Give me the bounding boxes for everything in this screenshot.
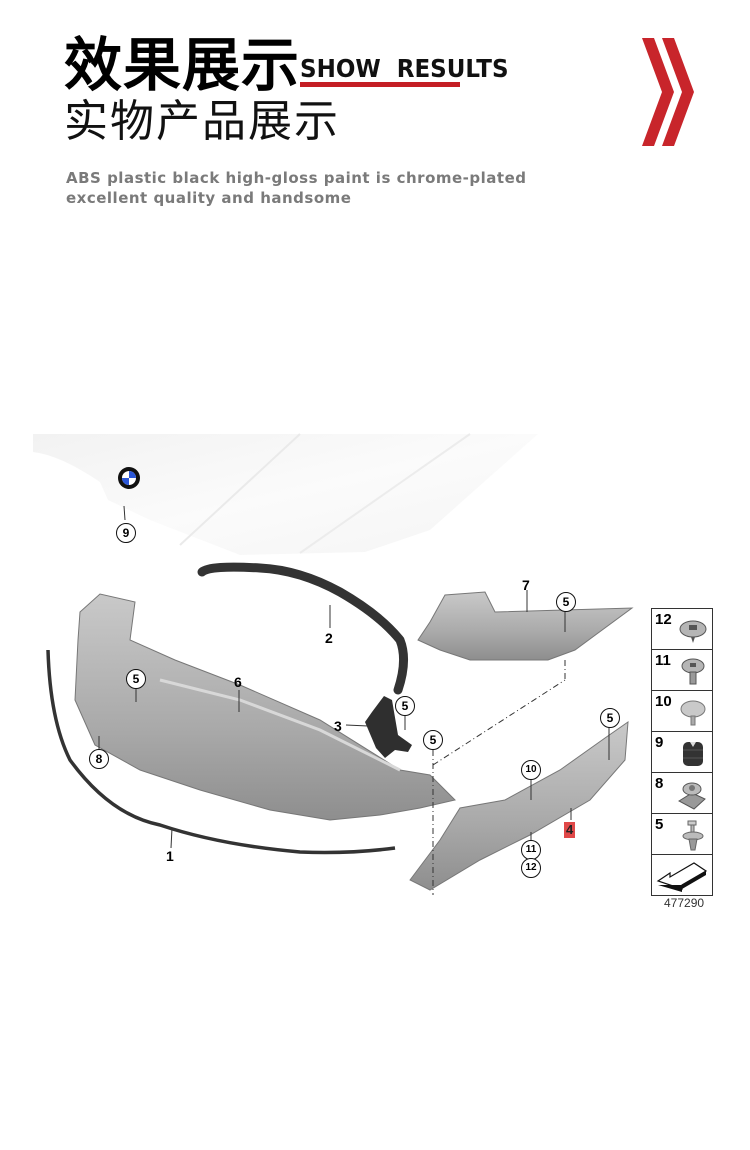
part-3-bracket xyxy=(365,696,412,758)
legend-item-11[interactable]: 11 xyxy=(652,650,712,691)
parts-illustration xyxy=(33,433,634,895)
callout-12[interactable]: 12 xyxy=(521,858,541,878)
callout-7[interactable]: 7 xyxy=(522,577,530,593)
legend-item-arrow[interactable] xyxy=(652,855,712,895)
callout-5[interactable]: 5 xyxy=(126,669,146,689)
legend-item-8[interactable]: 8 xyxy=(652,773,712,814)
direction-arrow-icon xyxy=(656,862,708,892)
diagram-id: 477290 xyxy=(664,896,705,910)
expanding-rivet-icon xyxy=(680,700,706,726)
bmw-logo-icon xyxy=(118,467,140,489)
flanged-screw-icon xyxy=(679,620,707,643)
callout-2[interactable]: 2 xyxy=(325,630,333,646)
callout-5[interactable]: 5 xyxy=(423,730,443,750)
title-underline xyxy=(300,82,460,87)
parts-diagram: 9 1 2 3 4 6 7 8 5 5 5 5 5 10 11 12 xyxy=(0,430,750,920)
callout-8[interactable]: 8 xyxy=(89,749,109,769)
legend-item-5[interactable]: 5 xyxy=(652,814,712,855)
callout-3[interactable]: 3 xyxy=(334,718,342,734)
legend-item-12[interactable]: 12 xyxy=(652,609,712,650)
callout-6[interactable]: 6 xyxy=(234,674,242,690)
legend-item-10[interactable]: 10 xyxy=(652,691,712,732)
double-chevron-right-icon xyxy=(642,38,694,146)
description-line-1: ABS plastic black high-gloss paint is ch… xyxy=(66,169,527,187)
callout-4[interactable]: 4 xyxy=(564,822,576,838)
description-line-2: excellent quality and handsome xyxy=(66,189,352,207)
page-title-cn: 效果展示 xyxy=(64,31,301,99)
push-clip-icon xyxy=(682,820,704,851)
product-description: ABS plastic black high-gloss paint is ch… xyxy=(66,168,527,208)
callout-9[interactable]: 9 xyxy=(116,523,136,543)
alignment-lines xyxy=(432,660,566,895)
rubber-buffer-icon xyxy=(683,742,703,766)
callout-5[interactable]: 5 xyxy=(600,708,620,728)
part-4-panel xyxy=(409,720,629,891)
callout-5[interactable]: 5 xyxy=(556,592,576,612)
callout-1[interactable]: 1 xyxy=(166,848,174,864)
callout-10[interactable]: 10 xyxy=(521,760,541,780)
page-subtitle-cn: 实物产品展示 xyxy=(64,96,340,147)
parts-legend: 12 11 10 9 8 xyxy=(651,608,713,896)
part-7-cover xyxy=(417,591,634,661)
callout-11[interactable]: 11 xyxy=(521,840,541,860)
legend-item-9[interactable]: 9 xyxy=(652,732,712,773)
hood xyxy=(33,433,538,555)
collar-screw-icon xyxy=(681,658,705,685)
page-title-en: SHOW RESULTS xyxy=(300,54,509,83)
callout-5[interactable]: 5 xyxy=(395,696,415,716)
seal-strip xyxy=(46,649,396,855)
bracket-nut-icon xyxy=(677,782,706,810)
